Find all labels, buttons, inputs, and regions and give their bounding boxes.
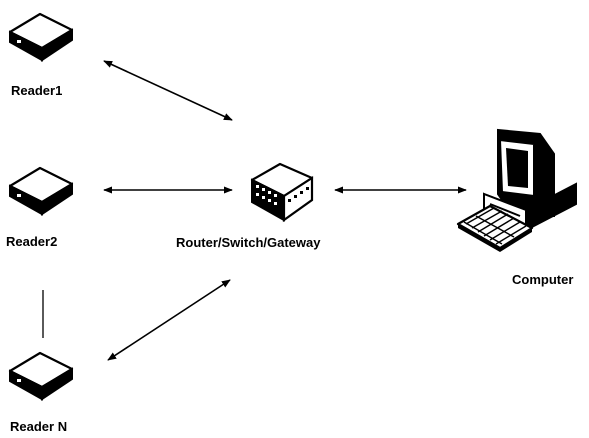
reader1-label: Reader1 <box>11 83 63 98</box>
router-label: Router/Switch/Gateway <box>176 235 321 250</box>
reader1-icon <box>8 12 74 62</box>
link-readern-router <box>107 279 231 361</box>
network-switch-icon <box>250 162 314 223</box>
desktop-computer-icon <box>456 128 577 252</box>
link-reader1-router <box>103 60 233 121</box>
readern-icon <box>8 351 74 401</box>
computer-label: Computer <box>512 272 574 287</box>
reader2-icon <box>8 166 74 216</box>
reader2-label: Reader2 <box>6 234 58 249</box>
readern-label: Reader N <box>10 419 68 434</box>
